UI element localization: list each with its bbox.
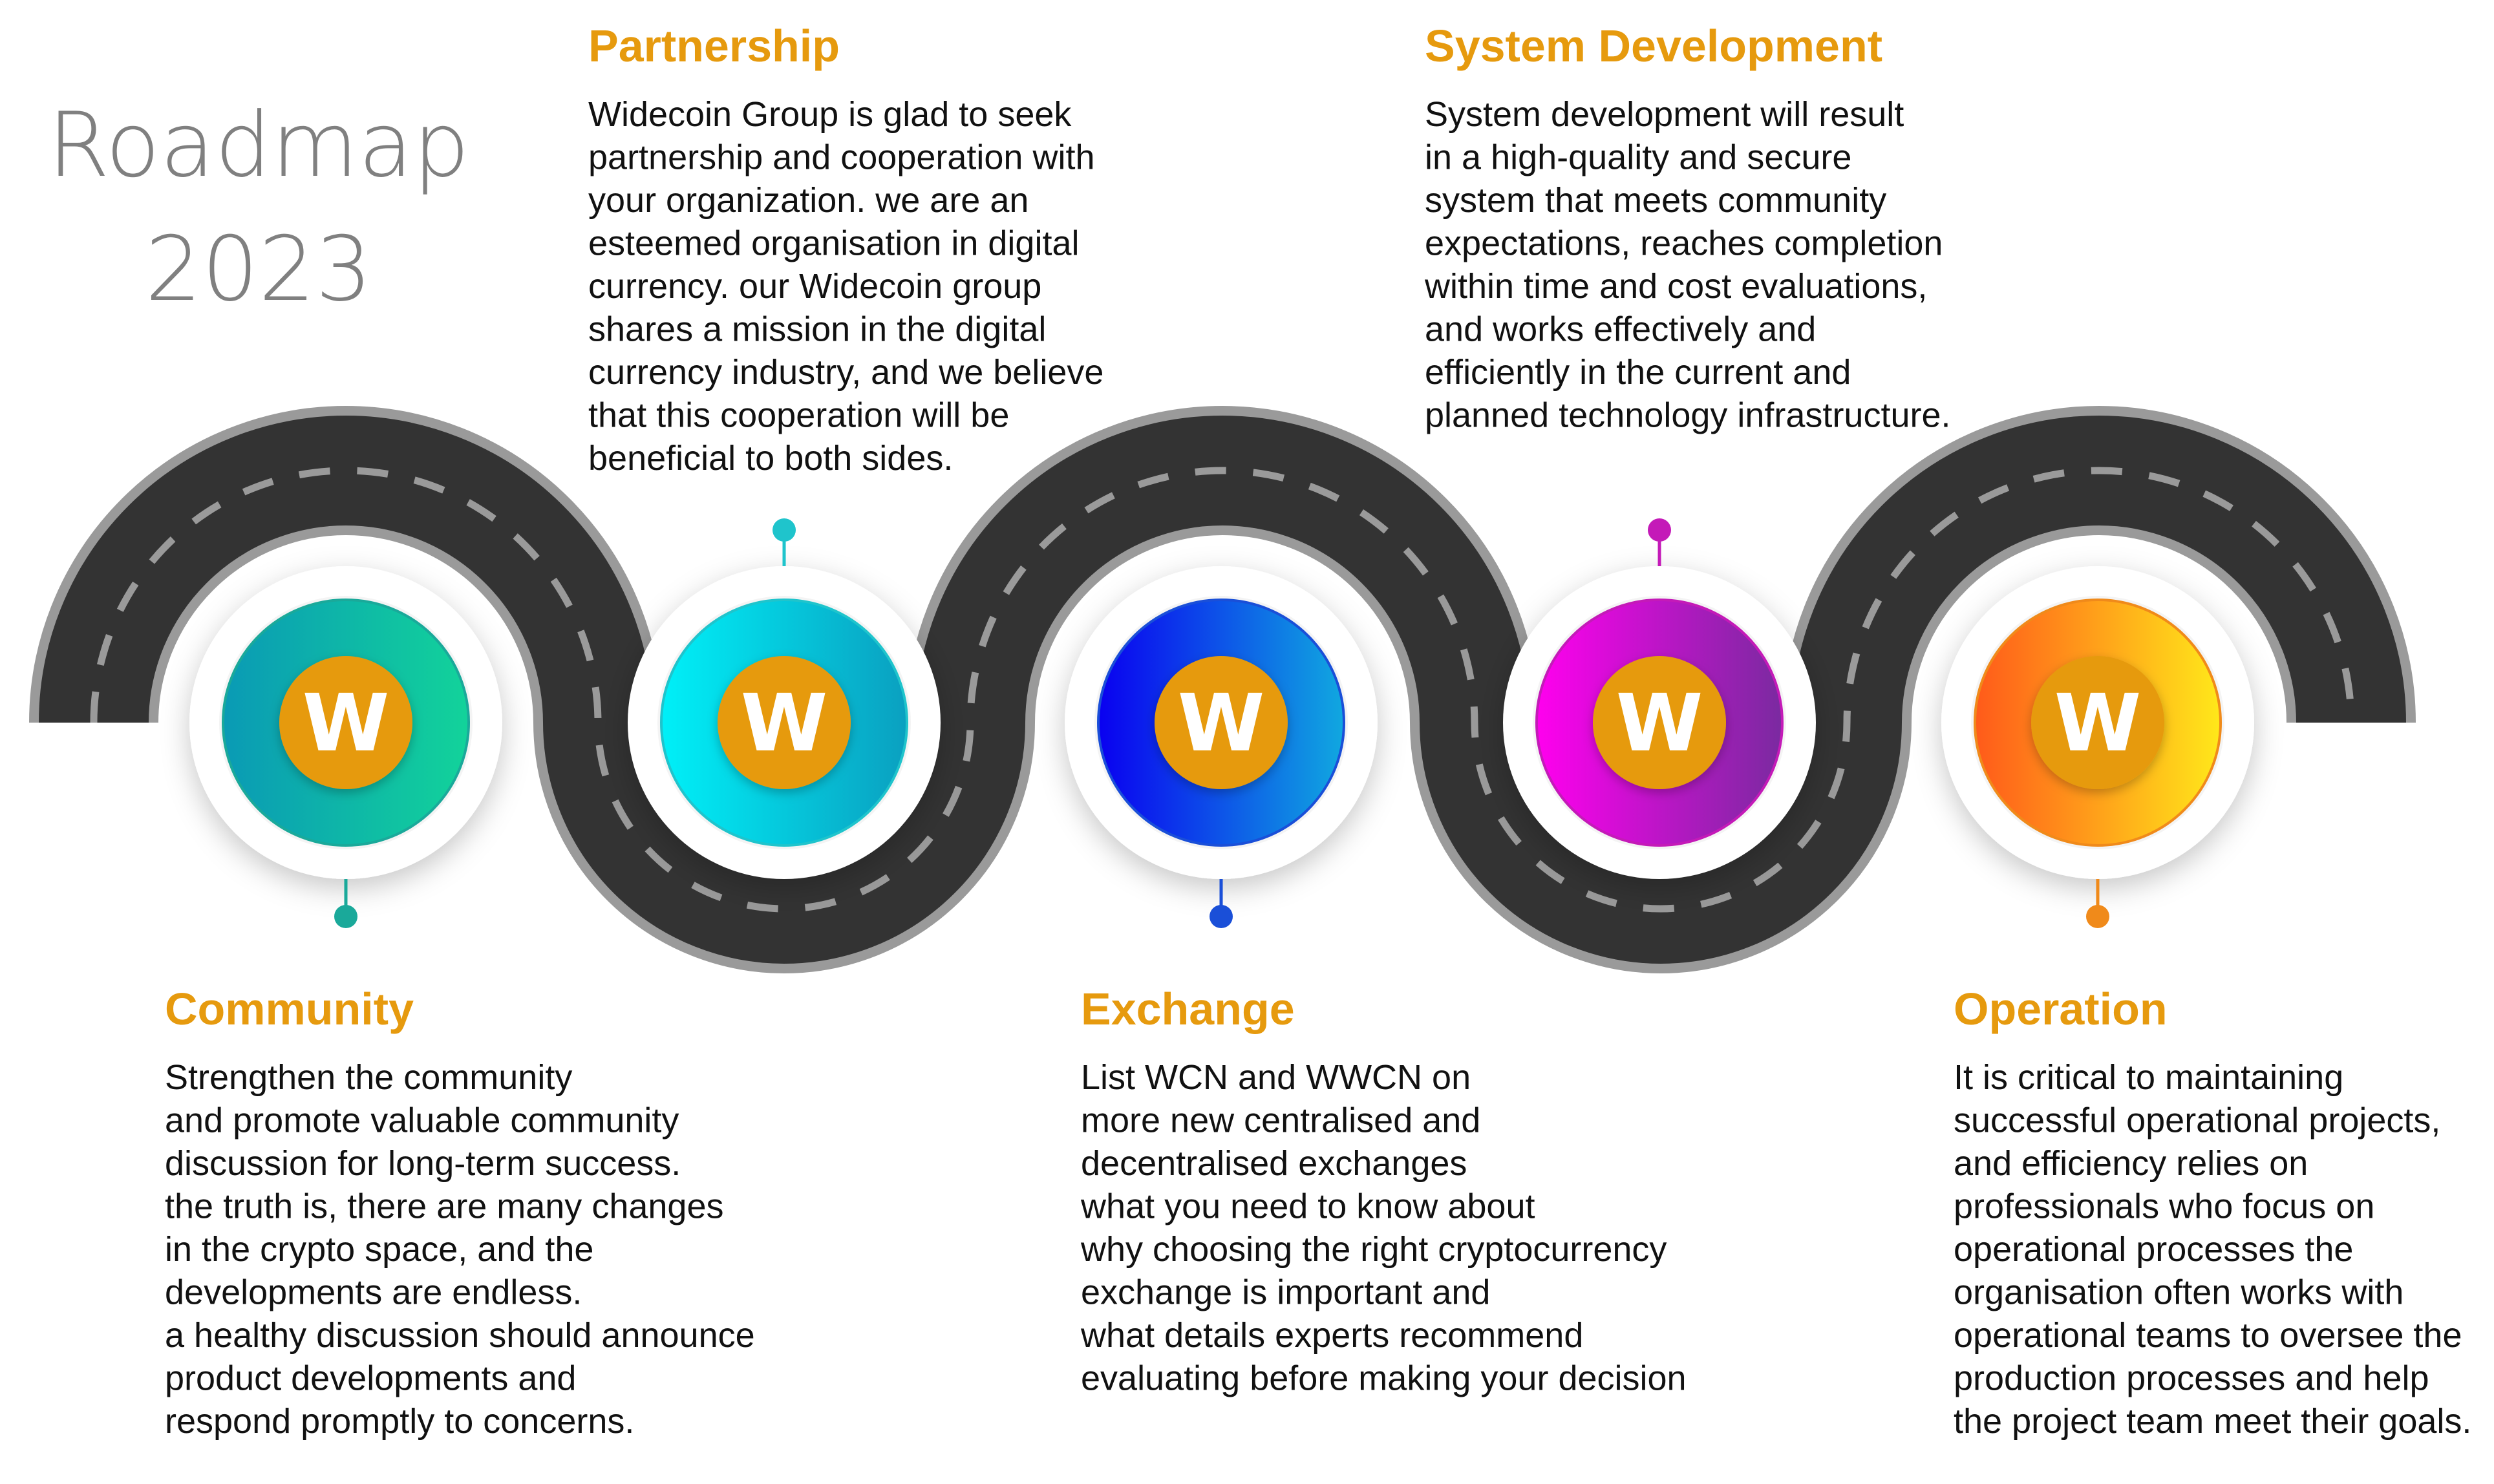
widecoin-logo-icon: W: [2031, 656, 2164, 789]
pin-marker-icon: [1210, 879, 1233, 928]
description-line: system that meets community: [1425, 181, 1886, 220]
description-line: efficiently in the current and: [1425, 353, 1851, 392]
description-line: expectations, reaches completion: [1425, 224, 1943, 263]
description-line: product developments and: [165, 1359, 576, 1398]
description-line: in a high-quality and secure: [1425, 138, 1851, 177]
description-line: and efficiency relies on: [1954, 1144, 2308, 1183]
description-line: in the crypto space, and the: [165, 1230, 593, 1269]
description-line: your organization. we are an: [588, 181, 1029, 220]
description-line: shares a mission in the digital: [588, 310, 1046, 349]
description-line: exchange is important and: [1081, 1273, 1490, 1312]
description-line: that this cooperation will be: [588, 396, 1009, 435]
description-line: organisation often works with: [1954, 1273, 2403, 1312]
description-line: operational teams to oversee the: [1954, 1316, 2462, 1355]
pin-marker-icon: [2086, 879, 2109, 928]
description-line: evaluating before making your decision: [1081, 1359, 1687, 1398]
description-line: the truth is, there are many changes: [165, 1187, 723, 1226]
description-line: what you need to know about: [1080, 1187, 1535, 1226]
milestone-description: Widecoin Group is glad to seek partnershi…: [588, 95, 1103, 478]
milestone-operation: W Operation It is critical to maintaining s…: [1941, 566, 2471, 1441]
pin-marker-icon: [334, 879, 357, 928]
milestone-description: List WCN and WWCN on more new centralised…: [1080, 1058, 1687, 1398]
coin-letter: W: [303, 677, 390, 769]
description-line: discussion for long-term success.: [165, 1144, 681, 1183]
milestone-description: Strengthen the community and promote valu…: [165, 1058, 755, 1441]
coin-letter: W: [2054, 677, 2142, 769]
description-line: It is critical to maintaining: [1954, 1058, 2343, 1097]
description-line: operational processes the: [1954, 1230, 2353, 1269]
milestone-description: System development will result in a high-…: [1424, 95, 1951, 435]
description-line: professionals who focus on: [1954, 1187, 2374, 1226]
description-line: a healthy discussion should announce: [165, 1316, 755, 1355]
milestone-title: Partnership: [588, 21, 840, 71]
description-line: and works effectively and: [1425, 310, 1816, 349]
description-line: decentralised exchanges: [1081, 1144, 1467, 1183]
title-line-2: 2023: [145, 217, 372, 321]
milestone-title: Operation: [1954, 984, 2168, 1034]
milestone-title: Community: [165, 984, 414, 1034]
winding-road: [29, 406, 2416, 973]
road-lane-markings: [90, 467, 2355, 913]
description-line: the project team meet their goals.: [1954, 1402, 2471, 1441]
pin-marker-icon: [1648, 518, 1671, 566]
description-line: what details experts recommend: [1080, 1316, 1583, 1355]
widecoin-logo-icon: W: [1155, 656, 1288, 789]
description-line: planned technology infrastructure.: [1425, 396, 1951, 435]
coin-letter: W: [1178, 677, 1265, 769]
milestone-title: Exchange: [1081, 984, 1295, 1034]
description-line: beneficial to both sides.: [588, 439, 953, 478]
widecoin-logo-icon: W: [279, 656, 412, 789]
widecoin-logo-icon: W: [718, 656, 851, 789]
description-line: why choosing the right cryptocurrency: [1080, 1230, 1667, 1269]
pin-marker-icon: [773, 518, 796, 566]
description-line: esteemed organisation in digital: [588, 224, 1079, 263]
description-line: and promote valuable community: [165, 1101, 679, 1140]
description-line: successful operational projects,: [1954, 1101, 2440, 1140]
roadmap-title: Roadmap 2023: [48, 93, 470, 321]
widecoin-logo-icon: W: [1593, 656, 1726, 789]
description-line: currency. our Widecoin group: [588, 267, 1041, 306]
description-line: Widecoin Group is glad to seek: [588, 95, 1072, 134]
description-line: List WCN and WWCN on: [1081, 1058, 1471, 1097]
milestone-description: It is critical to maintaining successful …: [1954, 1058, 2471, 1441]
description-line: System development will result: [1425, 95, 1904, 134]
description-line: more new centralised and: [1081, 1101, 1480, 1140]
description-line: currency industry, and we believe: [588, 353, 1103, 392]
description-line: production processes and help: [1954, 1359, 2429, 1398]
description-line: Strengthen the community: [165, 1058, 572, 1097]
title-line-1: Roadmap: [48, 93, 470, 197]
coin-letter: W: [741, 677, 828, 769]
milestone-title: System Development: [1425, 21, 1882, 71]
description-line: partnership and cooperation with: [588, 138, 1095, 177]
description-line: developments are endless.: [165, 1273, 582, 1312]
coin-letter: W: [1616, 677, 1703, 769]
description-line: respond promptly to concerns.: [165, 1402, 634, 1441]
description-line: within time and cost evaluations,: [1424, 267, 1927, 306]
